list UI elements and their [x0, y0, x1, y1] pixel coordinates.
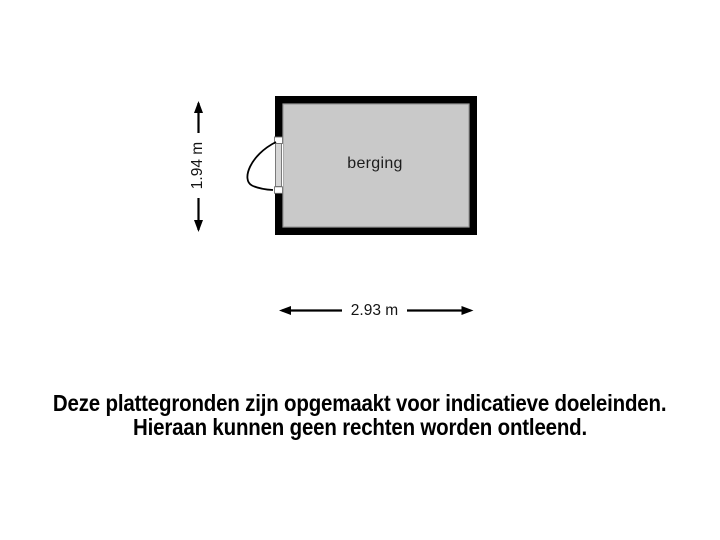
disclaimer-line-1: Deze plattegronden zijn opgemaakt voor i… [53, 390, 667, 416]
room-label: berging [347, 155, 403, 172]
height-arrowhead-top [194, 101, 203, 113]
door-leaf [275, 143, 282, 187]
door-jamb-bottom [274, 186, 283, 194]
width-arrowhead-left [279, 306, 291, 315]
disclaimer-line-2: Hieraan kunnen geen rechten worden ontle… [133, 414, 587, 440]
height-dimension-label: 1.94 m [186, 133, 209, 198]
door-jamb-top [274, 136, 283, 144]
width-dimension-label: 2.93 m [342, 300, 407, 322]
room-floor [282, 103, 470, 228]
width-arrowhead-right [461, 306, 474, 315]
door-swing-arc [246, 141, 277, 191]
height-arrowhead-bottom [194, 220, 203, 232]
disclaimer: Deze plattegronden zijn opgemaakt voor i… [0, 391, 720, 439]
